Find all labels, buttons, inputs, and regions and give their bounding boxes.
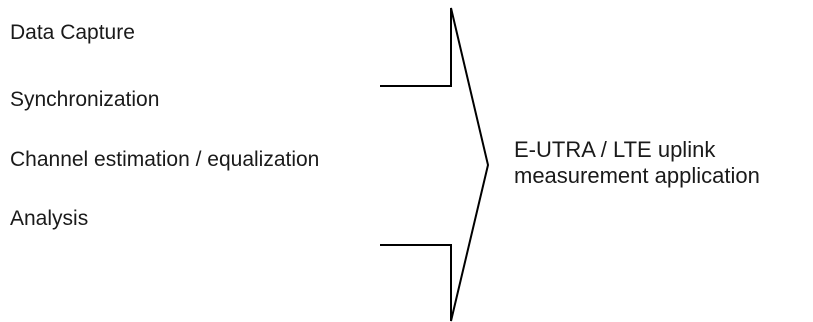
step-channel-estimation: Channel estimation / equalization — [10, 148, 320, 171]
result-label: E-UTRA / LTE uplink measurement applicat… — [514, 137, 760, 189]
result-label-line-2: measurement application — [514, 163, 760, 188]
result-label-line-1: E-UTRA / LTE uplink — [514, 137, 716, 162]
step-synchronization: Synchronization — [10, 88, 160, 111]
bracket-arrow-outline — [380, 7, 490, 322]
step-data-capture: Data Capture — [10, 21, 135, 44]
step-analysis: Analysis — [10, 207, 89, 230]
